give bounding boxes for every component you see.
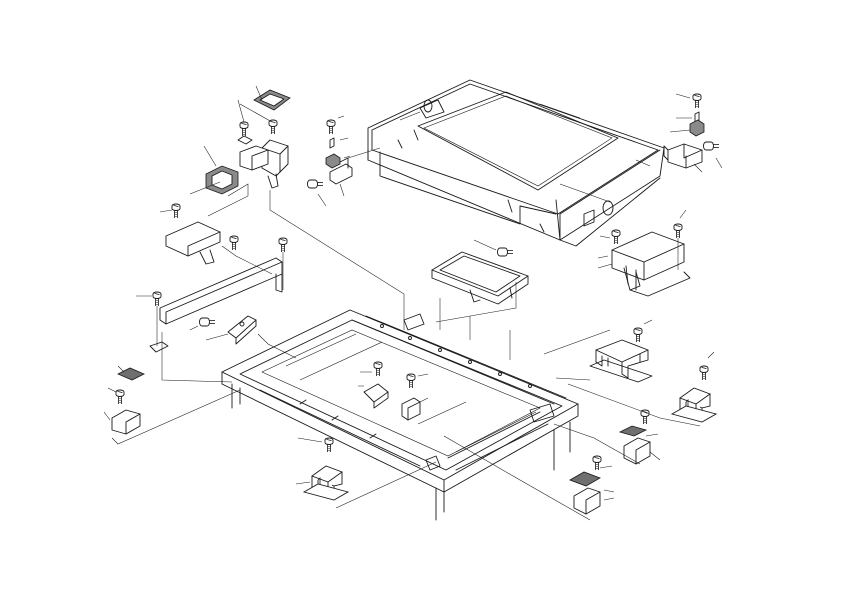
right-foot-1 bbox=[618, 409, 651, 465]
right-bracket-top bbox=[589, 327, 653, 383]
center-bracket bbox=[431, 247, 529, 305]
leader-lines bbox=[103, 85, 723, 521]
duct-assembly bbox=[205, 89, 291, 195]
left-bracket bbox=[165, 203, 239, 265]
main-frame bbox=[221, 309, 579, 521]
right-bracket-far bbox=[671, 365, 717, 423]
front-left-foot bbox=[303, 437, 349, 501]
front-right-bracket bbox=[611, 223, 691, 297]
interior-parts bbox=[363, 361, 421, 421]
left-foot bbox=[111, 367, 145, 435]
right-foot-2 bbox=[569, 455, 602, 515]
small-clip bbox=[199, 315, 257, 345]
left-rail bbox=[149, 237, 288, 353]
small-clamp bbox=[307, 119, 353, 189]
hinge-part bbox=[663, 93, 720, 169]
upper-unit bbox=[367, 79, 665, 247]
